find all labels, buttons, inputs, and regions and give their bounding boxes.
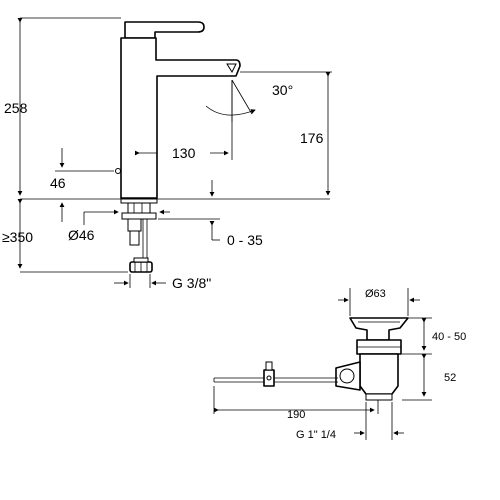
dim-spout-height: 176: [300, 130, 324, 146]
dim-connection-thread: G 3/8": [172, 275, 211, 291]
dim-flange-diameter: Ø63: [365, 288, 386, 300]
dim-swivel-angle: 30°: [272, 82, 293, 98]
dim-base-height: 46: [50, 175, 66, 191]
faucet-drawing: 258 ≥350 176 130 30° 46 Ø46 0: [2, 17, 332, 291]
drain-flange: [349, 317, 409, 341]
dim-drain-thread: G 1" 1/4: [296, 429, 336, 441]
dim-base-diameter: Ø46: [68, 227, 95, 243]
drain-body: [359, 353, 399, 395]
faucet-body: [120, 37, 241, 199]
dim-drain-body-height: 52: [444, 372, 456, 384]
dim-spout-reach: 130: [172, 145, 196, 161]
dim-hose-length: ≥350: [2, 229, 33, 245]
faucet-base: [120, 198, 158, 204]
dim-total-height: 258: [4, 100, 28, 116]
faucet-knob: [115, 168, 121, 174]
dim-drain-depth: 40 - 50: [432, 331, 466, 343]
drain-drawing: Ø63 40 - 50 52 190 G 1" 1/4: [213, 288, 466, 441]
dim-deck-thickness: 0 - 35: [227, 232, 263, 248]
faucet-handle: [124, 21, 205, 39]
dim-rod-length: 190: [287, 409, 305, 421]
